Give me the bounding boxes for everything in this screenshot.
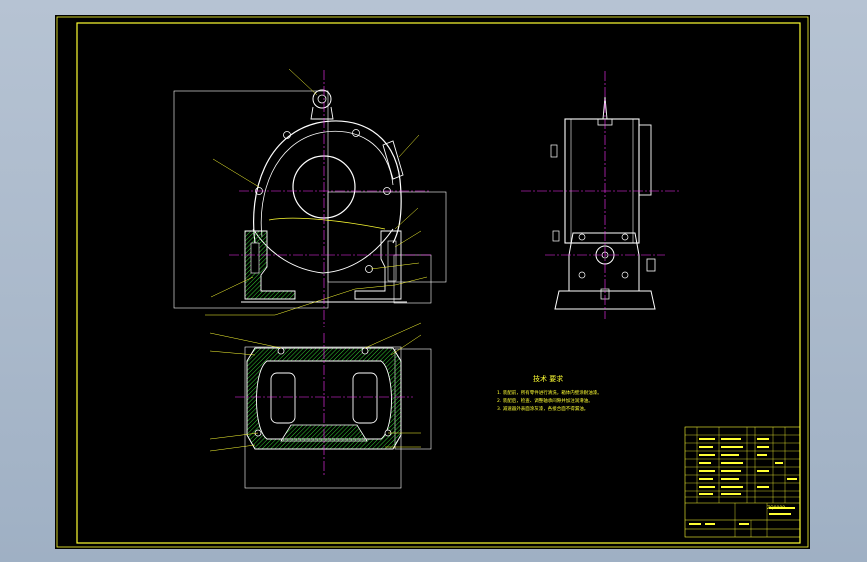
side-view	[521, 71, 679, 319]
bom-entries	[689, 438, 797, 525]
tech-requirement-line: 3. 减速器外表面涂灰漆，各接合面不得漏油。	[497, 407, 589, 412]
cad-drawing-canvas[interactable]	[55, 15, 810, 549]
inner-border	[76, 22, 801, 544]
tech-requirements-title: 技术 要求	[533, 375, 564, 383]
tech-requirement-line: 1. 装配前，所有零件进行清洗，箱体内壁涂耐油漆。	[497, 391, 602, 396]
tech-requirement-line: 2. 装配后，检查、调整轴承间隙并加注润滑油。	[497, 399, 593, 404]
outer-border	[56, 16, 809, 548]
front-view	[173, 68, 447, 327]
top-section-view	[209, 322, 432, 489]
title-block	[684, 426, 801, 538]
drawing-sheet: 技术 要求 1. 装配前，所有零件进行清洗，箱体内壁涂耐油漆。 2. 装配后，检…	[55, 15, 810, 549]
drawing-number: ZQ0000	[767, 506, 786, 511]
